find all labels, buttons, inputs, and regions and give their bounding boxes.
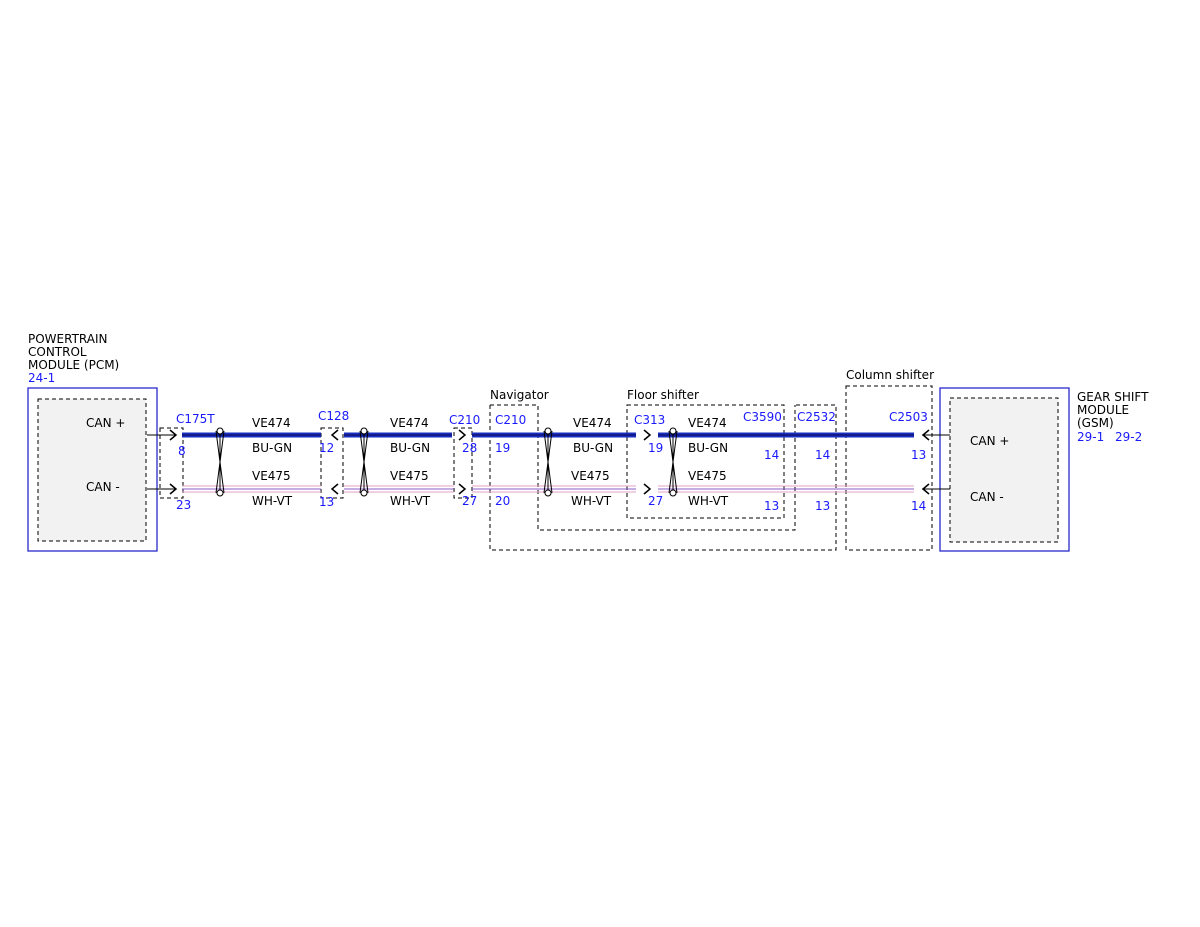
c2532-pin-low: 13 xyxy=(815,499,830,513)
pcm-pin-can-high: CAN + xyxy=(86,416,125,430)
c175t-terminal-high xyxy=(169,429,178,441)
column-shifter-group xyxy=(845,385,933,551)
c128-pin-high: 12 xyxy=(319,441,334,455)
gsm-pin-can-high: CAN + xyxy=(970,434,1009,448)
c313-terminal-low xyxy=(643,483,652,495)
twist-marker-3-bot xyxy=(544,489,552,497)
pcm-inner xyxy=(37,398,147,542)
twist-marker-1 xyxy=(215,430,225,494)
c2503-pin-low: 14 xyxy=(911,499,926,513)
navigator-group-outer xyxy=(489,404,837,551)
c210-b-label: C210 xyxy=(495,413,526,427)
c175t-pin-high: 8 xyxy=(178,444,186,458)
c3590-pin-high: 14 xyxy=(764,448,779,462)
twist-marker-2 xyxy=(359,430,369,494)
c128-terminal-high xyxy=(330,429,339,441)
seg4-high-color: BU-GN xyxy=(688,441,728,455)
c128-pin-low: 13 xyxy=(319,495,334,509)
c175t-terminal-low xyxy=(169,483,178,495)
gsm-inner xyxy=(949,397,1059,543)
twist-marker-1-top xyxy=(216,427,224,435)
pcm-module: POWERTRAIN CONTROL MODULE (PCM) 24-1 CAN… xyxy=(27,332,158,552)
seg1-high-color: BU-GN xyxy=(252,441,292,455)
pcm-ref: 24-1 xyxy=(28,371,55,385)
c175t-label: C175T xyxy=(176,412,215,426)
gsm-ref-2: 29-2 xyxy=(1115,430,1142,444)
c210-b-pin-high: 19 xyxy=(495,441,510,455)
c3590-pin-low: 13 xyxy=(764,499,779,513)
c210-a-pin-low: 27 xyxy=(462,494,477,508)
group-boxes: Navigator Floor shifter Column shifter xyxy=(159,368,934,551)
gsm-title-line2: MODULE xyxy=(1077,403,1129,417)
wires xyxy=(147,427,950,497)
column-shifter-label: Column shifter xyxy=(846,368,934,382)
c210-b-pin-low: 20 xyxy=(495,494,510,508)
c2532-label: C2532 xyxy=(797,410,836,424)
c128-box xyxy=(320,427,344,499)
c128-terminal-low xyxy=(330,483,339,495)
twist-marker-1-bot xyxy=(216,489,224,497)
twist-marker-3-top xyxy=(544,427,552,435)
seg2-high-color: BU-GN xyxy=(390,441,430,455)
pcm-pin-can-low: CAN - xyxy=(86,480,120,494)
seg3-low-circuit: VE475 xyxy=(571,469,610,483)
c210-a-box xyxy=(453,427,473,499)
c3590-label: C3590 xyxy=(743,410,782,424)
seg4-high-circuit: VE474 xyxy=(688,416,727,430)
c2503-terminal-low xyxy=(921,483,930,495)
seg4-low-circuit: VE475 xyxy=(688,469,727,483)
seg1-high-circuit: VE474 xyxy=(252,416,291,430)
seg3-high-color: BU-GN xyxy=(573,441,613,455)
can-low-wire xyxy=(182,485,914,493)
floor-shifter-label: Floor shifter xyxy=(627,388,699,402)
c313-label: C313 xyxy=(634,413,665,427)
gsm-title-line1: GEAR SHIFT xyxy=(1077,390,1149,404)
c2503-pin-high: 13 xyxy=(911,448,926,462)
gsm-module: CAN + CAN - GEAR SHIFT MODULE (GSM) 29-1… xyxy=(939,387,1149,552)
gsm-pin-can-low: CAN - xyxy=(970,490,1004,504)
c210-a-pin-high: 28 xyxy=(462,441,477,455)
seg2-low-circuit: VE475 xyxy=(390,469,429,483)
twist-marker-2-top xyxy=(360,427,368,435)
navigator-label: Navigator xyxy=(490,388,549,402)
c210-terminal-high xyxy=(458,429,467,441)
connector-terminals xyxy=(169,429,930,495)
c2503-label: C2503 xyxy=(889,410,928,424)
twisted-pair-markers xyxy=(215,427,678,497)
twist-marker-4 xyxy=(668,430,678,494)
connector-labels: C175T 8 23 C128 12 13 C210 28 27 C210 19… xyxy=(176,409,928,513)
c175t-box xyxy=(159,427,184,499)
seg1-low-circuit: VE475 xyxy=(252,469,291,483)
seg3-high-circuit: VE474 xyxy=(573,416,612,430)
twist-marker-2-bot xyxy=(360,489,368,497)
gsm-title-line3: (GSM) xyxy=(1077,416,1114,430)
c175t-pin-low: 23 xyxy=(176,498,191,512)
wire-labels: VE474 BU-GN VE475 WH-VT VE474 BU-GN VE47… xyxy=(252,416,729,508)
seg2-low-color: WH-VT xyxy=(390,494,431,508)
pcm-title-line1: POWERTRAIN xyxy=(28,332,108,346)
c2532-pin-high: 14 xyxy=(815,448,830,462)
pcm-title-line3: MODULE (PCM) xyxy=(28,358,119,372)
pcm-title-line2: CONTROL xyxy=(28,345,87,359)
seg2-high-circuit: VE474 xyxy=(390,416,429,430)
c210-a-label: C210 xyxy=(449,413,480,427)
c210-terminal-low xyxy=(458,483,467,495)
seg4-low-color: WH-VT xyxy=(688,494,729,508)
twist-marker-4-bot xyxy=(669,489,677,497)
gsm-ref-1: 29-1 xyxy=(1077,430,1104,444)
seg3-low-color: WH-VT xyxy=(571,494,612,508)
floor-shifter-group xyxy=(626,404,785,519)
c313-pin-low: 27 xyxy=(648,494,663,508)
c2503-terminal-high xyxy=(921,429,930,441)
twist-marker-4-top xyxy=(669,427,677,435)
c313-pin-high: 19 xyxy=(648,441,663,455)
c128-label: C128 xyxy=(318,409,349,423)
twist-marker-3 xyxy=(543,430,553,494)
c313-terminal-high xyxy=(643,429,652,441)
navigator-group-upper xyxy=(490,404,796,531)
seg1-low-color: WH-VT xyxy=(252,494,293,508)
